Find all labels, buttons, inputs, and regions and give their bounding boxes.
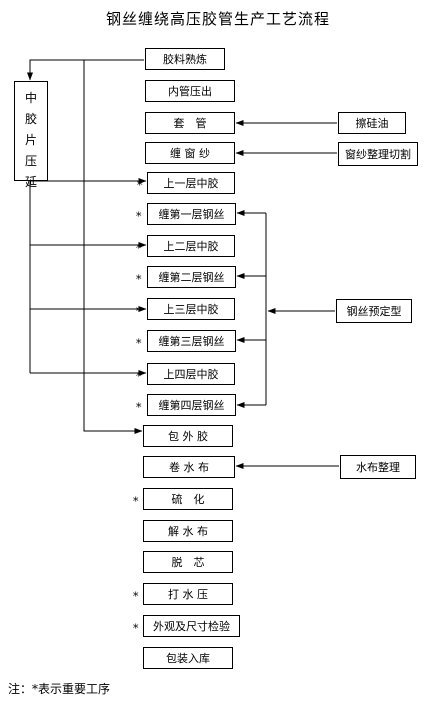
step-box-layer4-rubber: 上四层中胶 bbox=[147, 363, 235, 385]
calender-char: 片 bbox=[24, 133, 37, 147]
step-box-unwrap-water-cloth: 解 水 布 bbox=[143, 520, 233, 542]
step-box-layer1-rubber: 上一层中胶 bbox=[147, 172, 235, 194]
key-step-star: * bbox=[136, 242, 142, 255]
key-step-star: * bbox=[136, 210, 142, 223]
step-box-mandrel-removal: 脱 芯 bbox=[143, 551, 233, 573]
step-box-layer3-wire: 缠第三层钢丝 bbox=[147, 330, 236, 352]
calender-char: 压 bbox=[24, 154, 37, 168]
key-step-star: * bbox=[133, 590, 139, 603]
aux-box-wire-preform: 钢丝预定型 bbox=[336, 299, 412, 323]
key-step-star: * bbox=[136, 370, 142, 383]
calender-char: 胶 bbox=[24, 112, 37, 126]
step-box-layer2-rubber: 上二层中胶 bbox=[147, 235, 235, 257]
footnote: 注：*表示重要工序 bbox=[8, 682, 111, 696]
key-step-star: * bbox=[133, 622, 139, 635]
step-box-layer3-rubber: 上三层中胶 bbox=[147, 298, 235, 320]
main-trunk-line bbox=[83, 60, 143, 434]
step-box-layer4-wire: 缠第四层钢丝 bbox=[147, 394, 236, 416]
step-box-window-screen-wrap: 缠 窗 纱 bbox=[145, 142, 235, 164]
step-box-inspection: 外观及尺寸检验 bbox=[143, 615, 240, 637]
step-box-wrap-water-cloth: 卷 水 布 bbox=[143, 456, 235, 478]
key-step-star: * bbox=[136, 337, 142, 350]
step-box-hydro-test: 打 水 压 bbox=[143, 583, 233, 605]
aux-box-silicone-oil: 擦硅油 bbox=[338, 112, 406, 134]
step-box-layer2-wire: 缠第二层钢丝 bbox=[147, 266, 236, 288]
aux-box-water-cloth: 水布整理 bbox=[340, 455, 416, 479]
key-step-star: * bbox=[133, 495, 139, 508]
diagram-title: 钢丝缠绕高压胶管生产工艺流程 bbox=[105, 10, 330, 28]
step-box-sleeving: 套 管 bbox=[145, 112, 235, 134]
to-calender-line bbox=[27, 59, 84, 81]
step-box-vulcanization: 硫 化 bbox=[143, 488, 233, 510]
calender-char: 中 bbox=[24, 91, 37, 105]
key-step-star: * bbox=[137, 179, 143, 192]
step-box-packaging: 包装入库 bbox=[143, 647, 233, 669]
step-box-outer-cover: 包 外 胶 bbox=[143, 425, 233, 447]
calender-char: 延 bbox=[24, 175, 37, 189]
step-box-layer1-wire: 缠第一层钢丝 bbox=[147, 203, 236, 225]
step-box-mixing: 胶料熟炼 bbox=[145, 48, 225, 70]
step-box-inner-tube-extrusion: 内管压出 bbox=[145, 80, 235, 102]
key-step-star: * bbox=[136, 401, 142, 414]
aux-box-window-screen-cutting: 窗纱整理切割 bbox=[338, 142, 418, 166]
key-step-star: * bbox=[136, 305, 142, 318]
calender-sheet-box: 中 胶 片 压 延 bbox=[14, 81, 48, 189]
key-step-star: * bbox=[136, 273, 142, 286]
